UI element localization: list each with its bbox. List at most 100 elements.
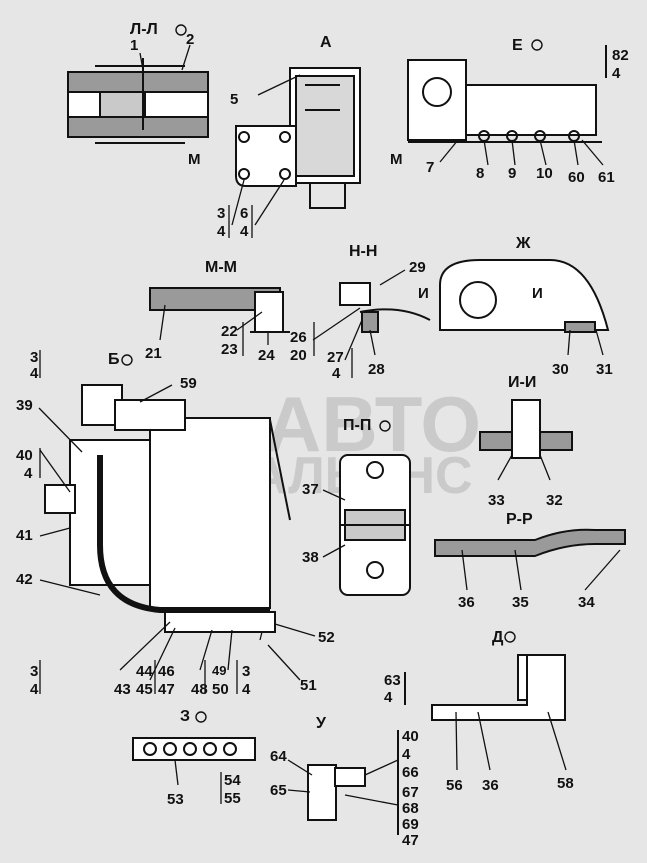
callout-49: 49 bbox=[212, 663, 227, 678]
callout-50: 50 bbox=[212, 681, 229, 698]
section-nn-drawing bbox=[339, 282, 431, 333]
callout-66: 66 bbox=[402, 764, 419, 781]
view-zh-drawing bbox=[439, 259, 610, 333]
callout-23: 23 bbox=[221, 341, 238, 358]
callout-29: 29 bbox=[409, 259, 426, 276]
leader-lines bbox=[38, 44, 621, 806]
callout-4-b2: 4 bbox=[24, 465, 33, 482]
callout-67: 67 bbox=[402, 784, 419, 801]
cut-mark-m-right: М bbox=[390, 151, 403, 168]
callout-4-n: 4 bbox=[332, 365, 341, 382]
callout-45: 45 bbox=[136, 681, 153, 698]
callout-7: 7 bbox=[426, 159, 435, 176]
section-mm-drawing bbox=[149, 287, 290, 333]
callout-59: 59 bbox=[180, 375, 197, 392]
callout-39: 39 bbox=[16, 397, 33, 414]
section-rr-drawing bbox=[434, 528, 626, 557]
view-title-e: Е bbox=[512, 37, 523, 54]
view-title-pp: П-П bbox=[343, 417, 372, 434]
cut-mark-i-right: И bbox=[532, 285, 543, 302]
callout-43: 43 bbox=[114, 681, 131, 698]
view-e-drawing bbox=[407, 45, 607, 143]
view-marker-e bbox=[531, 39, 543, 51]
section-ll-drawing bbox=[67, 58, 209, 144]
callout-4-c: 4 bbox=[30, 681, 39, 698]
callout-36-r: 36 bbox=[458, 594, 475, 611]
callout-24: 24 bbox=[258, 347, 275, 364]
callout-4-b: 4 bbox=[30, 365, 39, 382]
cut-mark-m-left: М bbox=[188, 151, 201, 168]
view-marker-z bbox=[195, 711, 207, 723]
callout-48: 48 bbox=[191, 681, 208, 698]
callout-38: 38 bbox=[302, 549, 319, 566]
callout-32: 32 bbox=[546, 492, 563, 509]
view-title-d: Д bbox=[492, 629, 504, 646]
callout-4-u: 4 bbox=[402, 746, 411, 763]
callout-22: 22 bbox=[221, 323, 238, 340]
callout-5: 5 bbox=[230, 91, 239, 108]
callout-82: 82 bbox=[612, 47, 629, 64]
callout-58: 58 bbox=[557, 775, 574, 792]
view-title-ii: И-И bbox=[508, 374, 537, 391]
view-title-zh: Ж bbox=[516, 235, 531, 252]
callout-40-u: 40 bbox=[402, 728, 419, 745]
callout-42: 42 bbox=[16, 571, 33, 588]
callout-27: 27 bbox=[327, 349, 344, 366]
callout-60: 60 bbox=[568, 169, 585, 186]
main-assembly-drawing bbox=[44, 384, 291, 633]
callout-53: 53 bbox=[167, 791, 184, 808]
section-ii-drawing bbox=[479, 399, 573, 459]
callout-3-a: 3 bbox=[217, 205, 226, 222]
callout-37: 37 bbox=[302, 481, 319, 498]
view-title-nn: Н-Н bbox=[349, 243, 378, 260]
callout-4-dd: 4 bbox=[384, 689, 393, 706]
view-title-b: Б bbox=[108, 351, 120, 368]
callout-40-b: 40 bbox=[16, 447, 33, 464]
view-title-z: З bbox=[180, 708, 191, 725]
callout-31: 31 bbox=[596, 361, 613, 378]
callout-33: 33 bbox=[488, 492, 505, 509]
callout-61: 61 bbox=[598, 169, 615, 186]
callout-68: 68 bbox=[402, 800, 419, 817]
callout-64: 64 bbox=[270, 748, 287, 765]
callout-35: 35 bbox=[512, 594, 529, 611]
callout-55: 55 bbox=[224, 790, 241, 807]
callout-9: 9 bbox=[508, 165, 517, 182]
callout-34: 34 bbox=[578, 594, 595, 611]
callout-69: 69 bbox=[402, 816, 419, 833]
view-marker-b bbox=[121, 354, 133, 366]
view-title-mm: М-М bbox=[205, 259, 237, 276]
callout-20: 20 bbox=[290, 347, 307, 364]
callout-46: 46 bbox=[158, 663, 175, 680]
callout-56: 56 bbox=[446, 777, 463, 794]
callout-3-b: 3 bbox=[30, 349, 39, 366]
callout-8: 8 bbox=[476, 165, 485, 182]
callout-2: 2 bbox=[186, 31, 195, 48]
callout-63: 63 bbox=[384, 672, 401, 689]
view-a-drawing bbox=[235, 67, 361, 209]
view-d-drawing bbox=[404, 654, 566, 721]
callout-4-e: 4 bbox=[612, 65, 621, 82]
view-title-u: У bbox=[316, 715, 326, 732]
callout-65: 65 bbox=[270, 782, 287, 799]
callout-1: 1 bbox=[130, 37, 139, 54]
callout-44: 44 bbox=[136, 663, 153, 680]
callout-4-d: 4 bbox=[242, 681, 251, 698]
callout-41: 41 bbox=[16, 527, 33, 544]
view-marker-d bbox=[504, 631, 516, 643]
callout-30: 30 bbox=[552, 361, 569, 378]
callout-3-d: 3 bbox=[242, 663, 251, 680]
view-z-drawing bbox=[132, 737, 256, 761]
callout-4-a1: 4 bbox=[217, 223, 226, 240]
view-marker-pp bbox=[379, 420, 391, 432]
cut-mark-i-left: И bbox=[418, 285, 429, 302]
callout-47-u: 47 bbox=[402, 832, 419, 849]
callout-28: 28 bbox=[368, 361, 385, 378]
callout-10: 10 bbox=[536, 165, 553, 182]
callout-6: 6 bbox=[240, 205, 249, 222]
section-pp-drawing bbox=[339, 454, 411, 596]
quantity-ticks bbox=[39, 205, 353, 804]
callout-21: 21 bbox=[145, 345, 162, 362]
view-u-drawing bbox=[307, 730, 399, 835]
